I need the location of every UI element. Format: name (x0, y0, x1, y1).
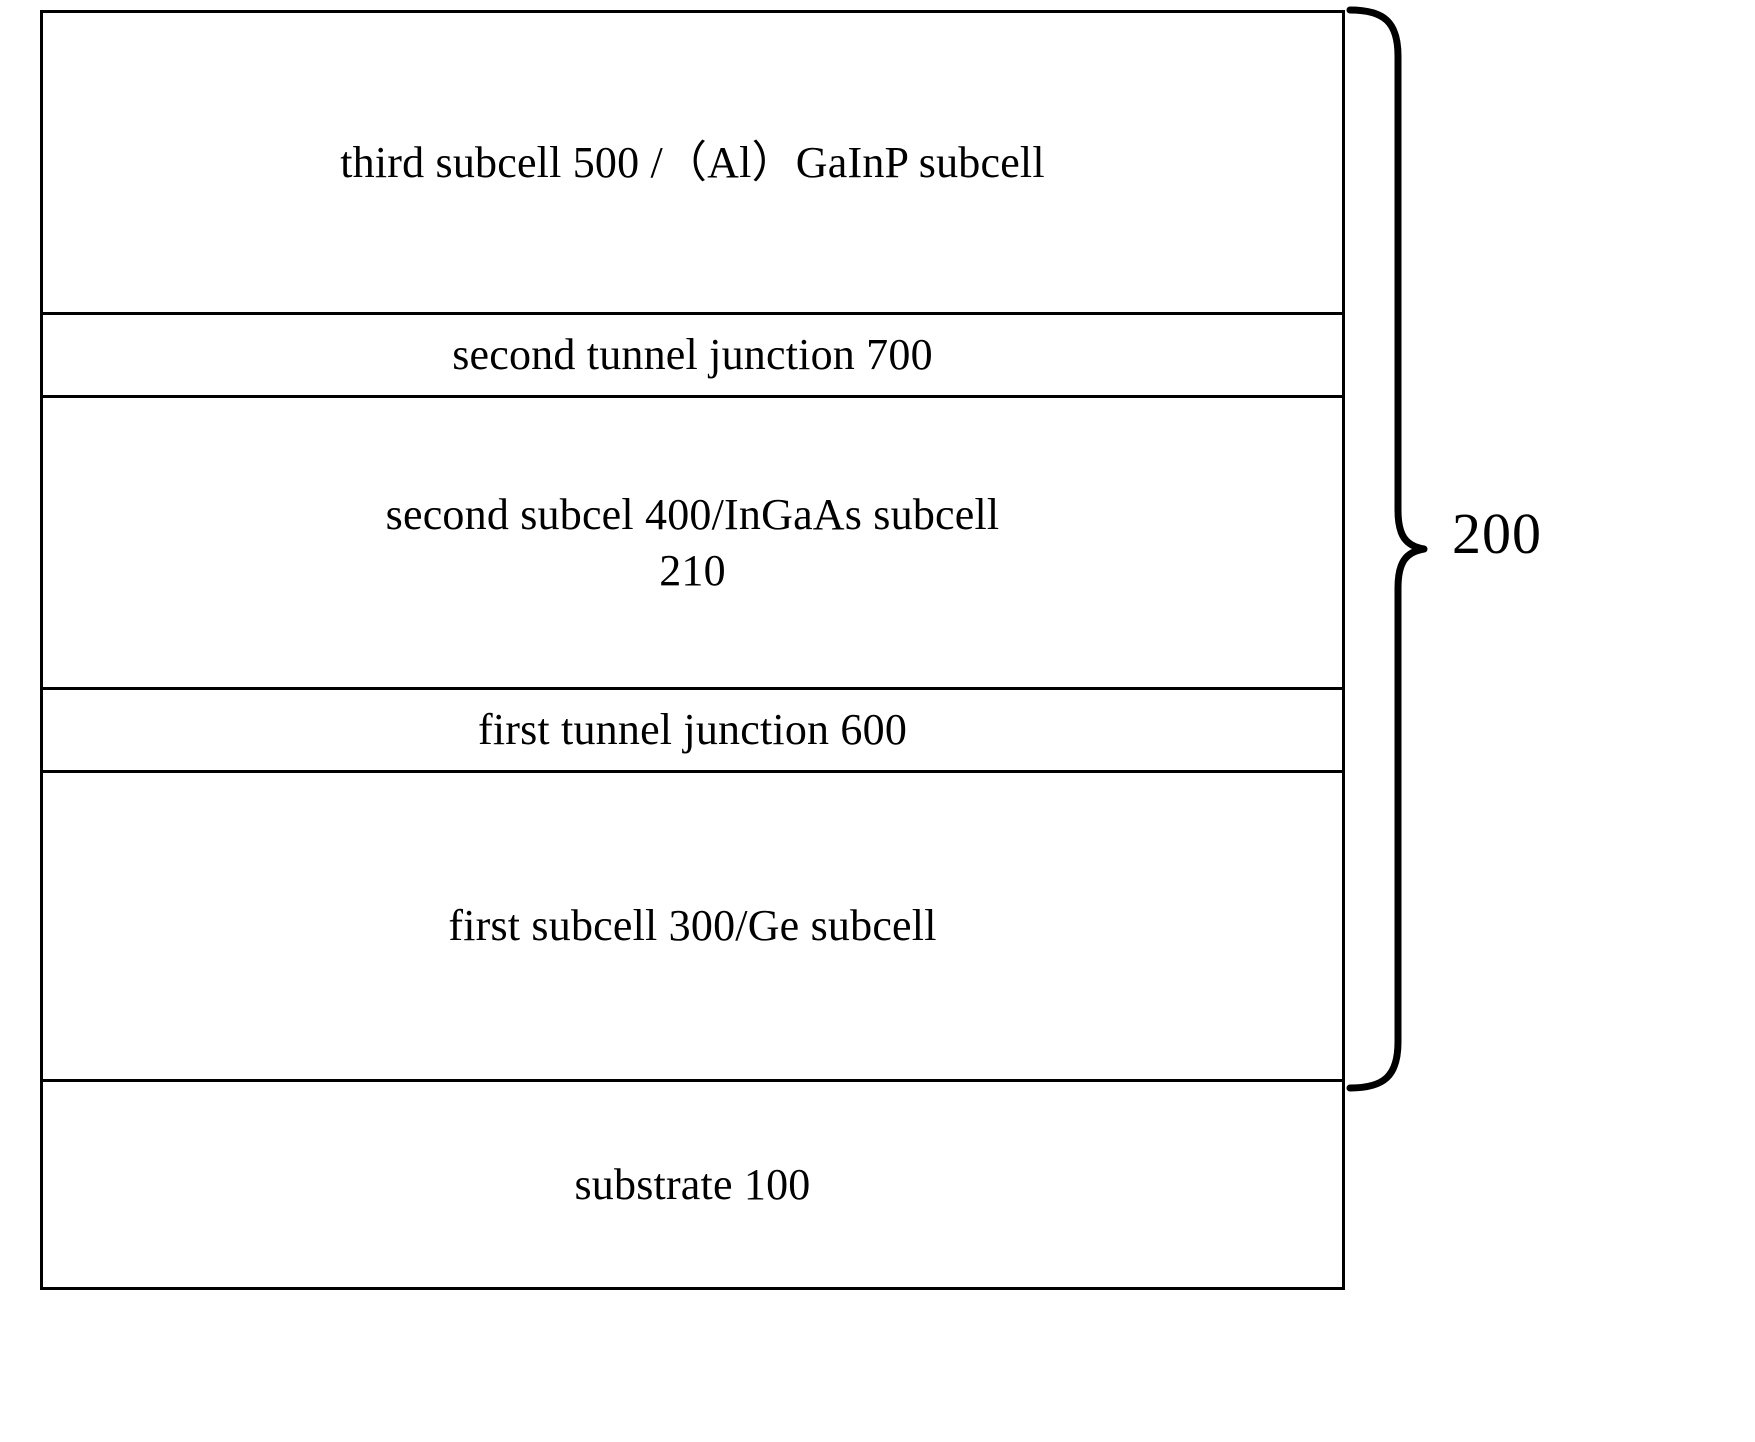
layer-third-subcell: third subcell 500 /（Al）GaInP subcell (43, 13, 1342, 315)
curly-brace-icon (1346, 6, 1428, 1092)
layer-second-tunnel-junction: second tunnel junction 700 (43, 315, 1342, 398)
layer-first-tunnel-junction: first tunnel junction 600 (43, 690, 1342, 773)
brace-reference-numeral: 200 (1452, 501, 1542, 566)
layer-stack: third subcell 500 /（Al）GaInP subcell sec… (40, 10, 1345, 1290)
brace-group (1344, 4, 1464, 1094)
layer-third-subcell-label: third subcell 500 /（Al）GaInP subcell (340, 137, 1045, 187)
layer-first-tunnel-junction-label: first tunnel junction 600 (477, 705, 908, 755)
layer-second-tunnel-junction-label: second tunnel junction 700 (452, 330, 933, 380)
layer-substrate: substrate 100 (43, 1082, 1342, 1287)
layer-substrate-label: substrate 100 (574, 1159, 811, 1209)
layer-first-subcell-label: first subcell 300/Ge subcell (448, 901, 937, 951)
layer-second-subcell-label: second subcel 400/InGaAs subcell 210 (385, 490, 1000, 595)
layer-second-subcell: second subcel 400/InGaAs subcell 210 (43, 398, 1342, 690)
layer-first-subcell: first subcell 300/Ge subcell (43, 773, 1342, 1082)
